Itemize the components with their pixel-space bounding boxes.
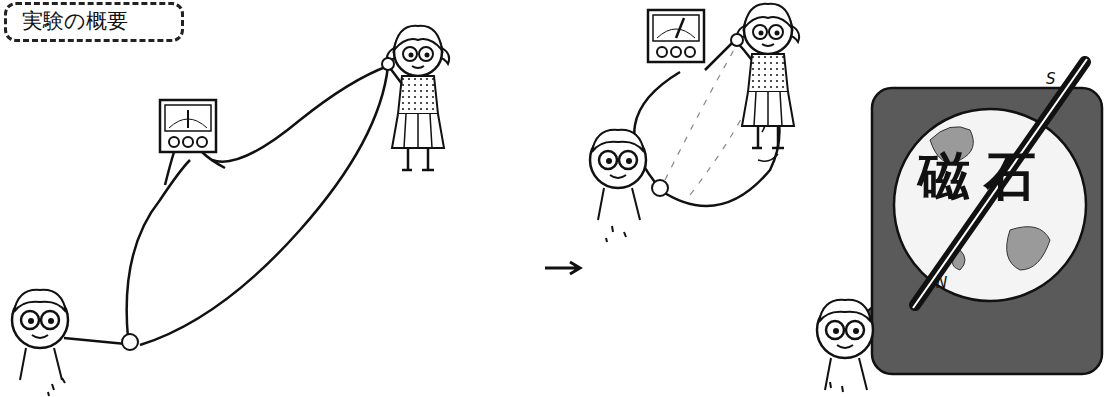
sequence-arrow — [545, 262, 580, 274]
boy — [817, 300, 873, 390]
boy — [12, 290, 68, 380]
pole-label: S — [1046, 72, 1056, 87]
title-heading: 実験の概要 — [22, 11, 128, 32]
meter — [160, 100, 216, 152]
magnet-label: 磁石 — [918, 150, 1050, 202]
meter — [648, 10, 704, 62]
wire-loop — [127, 66, 388, 345]
pole-label: N — [936, 276, 947, 291]
boy — [590, 130, 646, 220]
girl — [737, 4, 799, 148]
girl — [387, 26, 449, 170]
speech-inset — [872, 88, 1102, 374]
